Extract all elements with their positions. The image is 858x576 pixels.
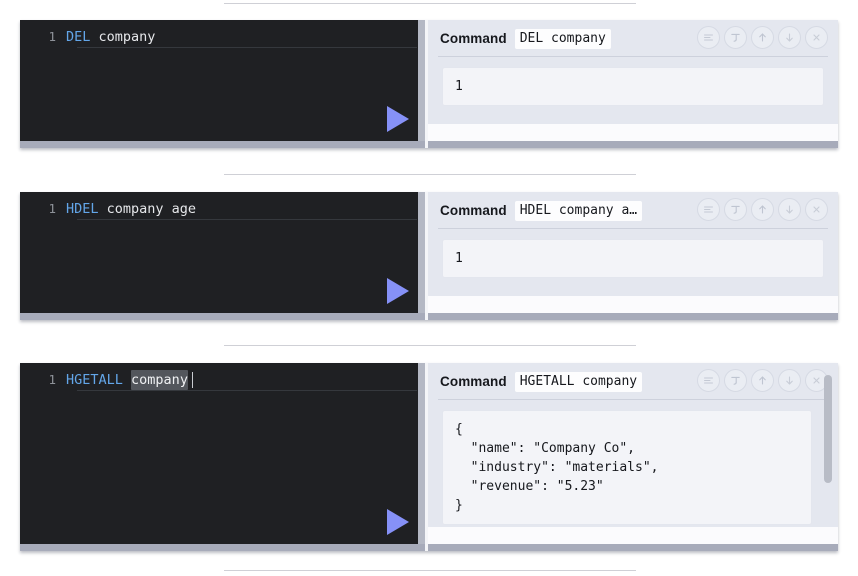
command-chip: DEL company	[514, 28, 611, 49]
arrow-up-icon[interactable]	[751, 369, 774, 392]
align-left-icon[interactable]	[697, 198, 720, 221]
notebook-cell-hdel[interactable]: 1 HDEL company age Command HDEL company …	[20, 192, 838, 320]
command-label: Command	[440, 374, 507, 389]
editor-scrollbar[interactable]	[418, 20, 425, 141]
align-left-icon[interactable]	[697, 369, 720, 392]
command-args	[123, 370, 131, 390]
text-caret	[191, 372, 193, 388]
code-line[interactable]: 1 HDEL company age	[20, 199, 425, 219]
editor-scrollbar[interactable]	[418, 192, 425, 313]
command-label: Command	[440, 203, 507, 218]
output-panel-del: Command DEL company 1	[425, 20, 838, 148]
pin-icon[interactable]	[724, 198, 747, 221]
close-icon[interactable]	[805, 26, 828, 49]
output-scrollbar-thumb[interactable]	[824, 375, 832, 483]
output-footer	[428, 124, 838, 141]
editor-bottom-bar	[20, 141, 425, 148]
selected-argument: company	[131, 370, 188, 390]
command-label: Command	[440, 31, 507, 46]
align-left-icon[interactable]	[697, 26, 720, 49]
result-value: 1	[442, 67, 824, 106]
editor-bottom-bar	[20, 313, 425, 320]
notebook-cell-del[interactable]: 1 DEL company Command DEL company	[20, 20, 838, 148]
output-body: { "name": "Company Co", "industry": "mat…	[428, 400, 838, 539]
output-scrollbar[interactable]	[824, 367, 835, 525]
arrow-down-icon[interactable]	[778, 369, 801, 392]
line-number: 1	[48, 372, 56, 387]
command-keyword: HDEL	[66, 201, 99, 217]
line-number: 1	[48, 29, 56, 44]
result-value: 1	[442, 239, 824, 278]
arrow-up-icon[interactable]	[751, 26, 774, 49]
cell-separator-top	[224, 3, 636, 4]
output-bottom-bar	[428, 313, 838, 320]
cell-separator-1	[224, 174, 636, 175]
output-toolbar[interactable]	[697, 198, 828, 221]
output-panel-hdel: Command HDEL company a… 1	[425, 192, 838, 320]
output-footer	[428, 296, 838, 313]
run-button[interactable]	[387, 106, 409, 132]
output-header: Command HDEL company a…	[428, 192, 838, 229]
run-button[interactable]	[387, 509, 409, 535]
code-line[interactable]: 1 HGETALL company	[20, 370, 425, 390]
arrow-up-icon[interactable]	[751, 198, 774, 221]
line-number: 1	[48, 201, 56, 216]
output-header: Command HGETALL company	[428, 363, 838, 400]
output-bottom-bar	[428, 544, 838, 551]
command-chip: HGETALL company	[514, 371, 643, 392]
output-header: Command DEL company	[428, 20, 838, 57]
active-line-underline	[77, 47, 417, 48]
output-footer	[428, 527, 838, 544]
cell-separator-bottom	[224, 570, 636, 571]
command-args: company age	[98, 201, 197, 217]
editor-scrollbar[interactable]	[418, 363, 425, 544]
command-args: company	[90, 29, 156, 45]
output-toolbar[interactable]	[697, 26, 828, 49]
code-editor-hgetall[interactable]: 1 HGETALL company	[20, 363, 425, 551]
output-body: 1	[428, 229, 838, 292]
output-panel-hgetall: Command HGETALL company { "name": "Compa…	[425, 363, 838, 551]
close-icon[interactable]	[805, 198, 828, 221]
output-body: 1	[428, 57, 838, 120]
result-value: { "name": "Company Co", "industry": "mat…	[442, 410, 812, 525]
code-editor-del[interactable]: 1 DEL company	[20, 20, 425, 148]
arrow-down-icon[interactable]	[778, 198, 801, 221]
run-button[interactable]	[387, 278, 409, 304]
code-editor-hdel[interactable]: 1 HDEL company age	[20, 192, 425, 320]
cell-separator-2	[224, 345, 636, 346]
arrow-down-icon[interactable]	[778, 26, 801, 49]
active-line-underline	[77, 390, 417, 391]
command-keyword: HGETALL	[66, 372, 123, 388]
output-toolbar[interactable]	[697, 369, 828, 392]
active-line-underline	[77, 219, 417, 220]
command-chip: HDEL company a…	[514, 200, 643, 221]
command-keyword: DEL	[66, 29, 91, 45]
editor-bottom-bar	[20, 544, 425, 551]
output-bottom-bar	[428, 141, 838, 148]
pin-icon[interactable]	[724, 26, 747, 49]
code-line[interactable]: 1 DEL company	[20, 27, 425, 47]
notebook-cell-hgetall[interactable]: 1 HGETALL company Command HGETALL compan…	[20, 363, 838, 551]
pin-icon[interactable]	[724, 369, 747, 392]
